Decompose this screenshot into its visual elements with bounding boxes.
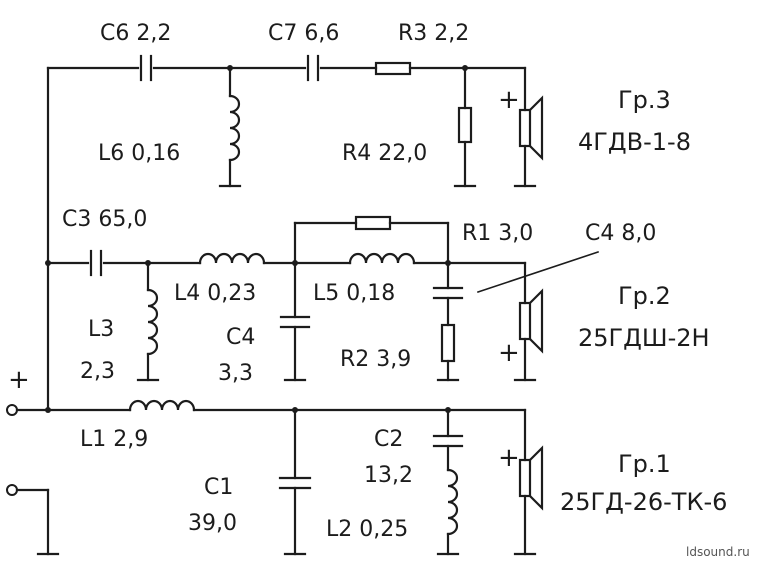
capacitor-c6-symbol xyxy=(139,54,153,82)
inductor-l4-symbol xyxy=(198,252,266,265)
group-gr3-name: Гр.3 xyxy=(618,86,671,114)
label-l3-value: 2,3 xyxy=(80,359,115,384)
inductor-l3-symbol xyxy=(146,288,159,356)
label-r1: R1 3,0 xyxy=(462,221,533,246)
capacitor-c4-series-symbol xyxy=(432,286,464,300)
group-gr2-name: Гр.2 xyxy=(618,282,671,310)
group-gr2-model: 25ГДШ-2Н xyxy=(578,324,710,352)
watermark: ldsound.ru xyxy=(686,545,750,559)
capacitor-c3-symbol xyxy=(89,249,103,277)
plus-sign-gr2: + xyxy=(498,338,520,368)
label-c1-name: C1 xyxy=(204,475,233,500)
resistor-r3-symbol xyxy=(374,61,412,76)
capacitor-c7-symbol xyxy=(306,54,320,82)
resistor-r1-symbol xyxy=(354,215,392,231)
junction-dot xyxy=(45,407,51,413)
group-gr3-model: 4ГДВ-1-8 xyxy=(578,128,691,156)
label-c4-shunt-value: 3,3 xyxy=(218,361,253,386)
speaker-gr2-icon xyxy=(518,288,544,354)
label-l4: L4 0,23 xyxy=(174,281,256,306)
label-l5: L5 0,18 xyxy=(313,281,395,306)
label-r4: R4 22,0 xyxy=(342,141,427,166)
label-l3-name: L3 xyxy=(88,317,114,342)
resistor-r4-symbol xyxy=(457,106,473,144)
label-r2: R2 3,9 xyxy=(340,347,411,372)
inductor-l2-symbol xyxy=(446,468,459,536)
label-l1: L1 2,9 xyxy=(80,427,148,452)
plus-sign-gr1: + xyxy=(498,443,520,473)
capacitor-c4-shunt-symbol xyxy=(279,315,311,329)
plus-sign-gr3: + xyxy=(498,85,520,115)
label-c2-name: C2 xyxy=(374,427,403,452)
label-c6: C6 2,2 xyxy=(100,21,171,46)
label-leader-line xyxy=(476,250,600,294)
label-c2-value: 13,2 xyxy=(364,463,413,488)
label-r3: R3 2,2 xyxy=(398,21,469,46)
label-c1-value: 39,0 xyxy=(188,511,237,536)
speaker-gr3-icon xyxy=(518,95,544,161)
label-c3: C3 65,0 xyxy=(62,207,147,232)
group-gr1-name: Гр.1 xyxy=(618,450,671,478)
inductor-l6-symbol xyxy=(228,94,241,162)
resistor-r2-symbol xyxy=(440,323,456,363)
group-gr1-model: 25ГД-26-ТК-6 xyxy=(560,488,727,516)
label-c7: C7 6,6 xyxy=(268,21,339,46)
capacitor-c1-symbol xyxy=(278,476,312,490)
input-terminal-positive xyxy=(6,404,18,416)
label-l2: L2 0,25 xyxy=(326,517,408,542)
label-l6: L6 0,16 xyxy=(98,141,180,166)
speaker-gr1-icon xyxy=(518,445,544,511)
input-plus-sign: + xyxy=(8,365,30,395)
inductor-l1-symbol xyxy=(128,399,196,412)
capacitor-c2-symbol xyxy=(432,434,464,448)
label-c4-shunt-name: C4 xyxy=(226,325,255,350)
input-terminal-negative xyxy=(6,484,18,496)
inductor-l5-symbol xyxy=(348,252,416,265)
label-c4-series: C4 8,0 xyxy=(585,221,656,246)
